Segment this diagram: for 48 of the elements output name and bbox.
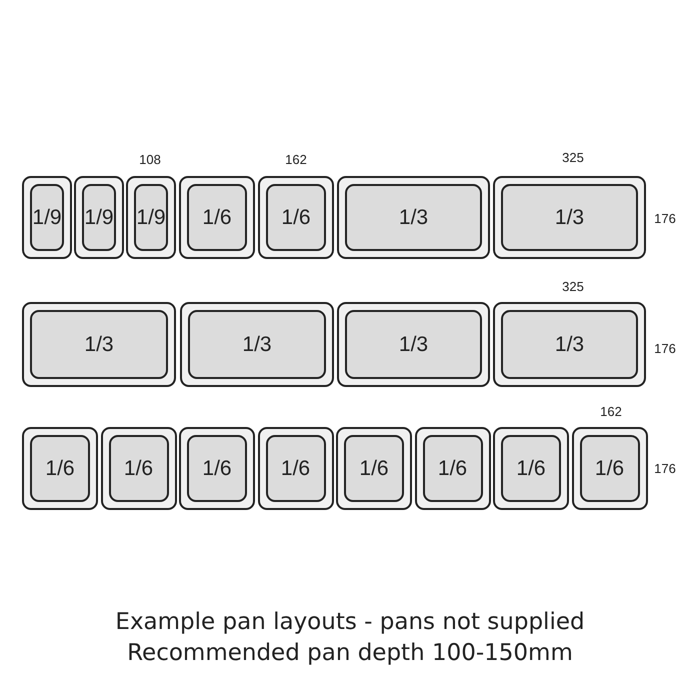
pan-insert: 1/9 [30, 184, 64, 251]
pan-insert: 1/3 [30, 310, 168, 379]
dimension-label: 176 [654, 211, 676, 226]
pan-insert: 1/6 [422, 435, 482, 502]
pan-tray [493, 302, 646, 387]
pan-insert: 1/6 [108, 435, 168, 502]
pan-tray [337, 176, 490, 259]
pan-tray [572, 427, 648, 510]
pan-tray [258, 427, 334, 510]
pan-tray [100, 427, 176, 510]
dimension-label: 108 [139, 152, 161, 167]
pan-tray [74, 176, 124, 259]
pan-insert: 1/6 [30, 435, 90, 502]
pan-insert: 1/9 [134, 184, 168, 251]
dimension-label: 325 [562, 279, 584, 294]
dimension-label: 325 [562, 150, 584, 165]
pan-tray [22, 302, 176, 387]
pan-tray [179, 427, 255, 510]
pan-tray [126, 176, 176, 259]
pan-tray [337, 302, 490, 387]
pan-insert: 1/3 [501, 310, 638, 379]
note-text: Example pan layouts - pans not supplied [114, 609, 586, 635]
pan-insert: 1/3 [345, 184, 482, 251]
pan-insert: 1/3 [188, 310, 326, 379]
pan-insert: 1/6 [580, 435, 640, 502]
pan-insert: 1/3 [501, 184, 638, 251]
pan-insert: 1/6 [266, 435, 326, 502]
pan-insert: 1/6 [266, 184, 326, 251]
pan-insert: 1/3 [345, 310, 482, 379]
pan-tray [336, 427, 412, 510]
note-text: Recommended pan depth 100-150mm [126, 640, 574, 666]
pan-tray [22, 427, 98, 510]
dimension-label: 176 [654, 341, 676, 356]
pan-tray [179, 176, 255, 259]
pan-tray [258, 176, 334, 259]
pan-tray [22, 176, 72, 259]
dimension-label: 162 [600, 404, 622, 419]
pan-tray [414, 427, 490, 510]
pan-insert: 1/6 [344, 435, 404, 502]
pan-tray [493, 176, 646, 259]
pan-insert: 1/6 [501, 435, 561, 502]
pan-tray [493, 427, 569, 510]
dimension-label: 162 [285, 152, 307, 167]
pan-insert: 1/6 [187, 435, 247, 502]
pan-tray [180, 302, 334, 387]
dimension-label: 176 [654, 461, 676, 476]
pan-insert: 1/9 [82, 184, 116, 251]
pan-insert: 1/6 [187, 184, 247, 251]
